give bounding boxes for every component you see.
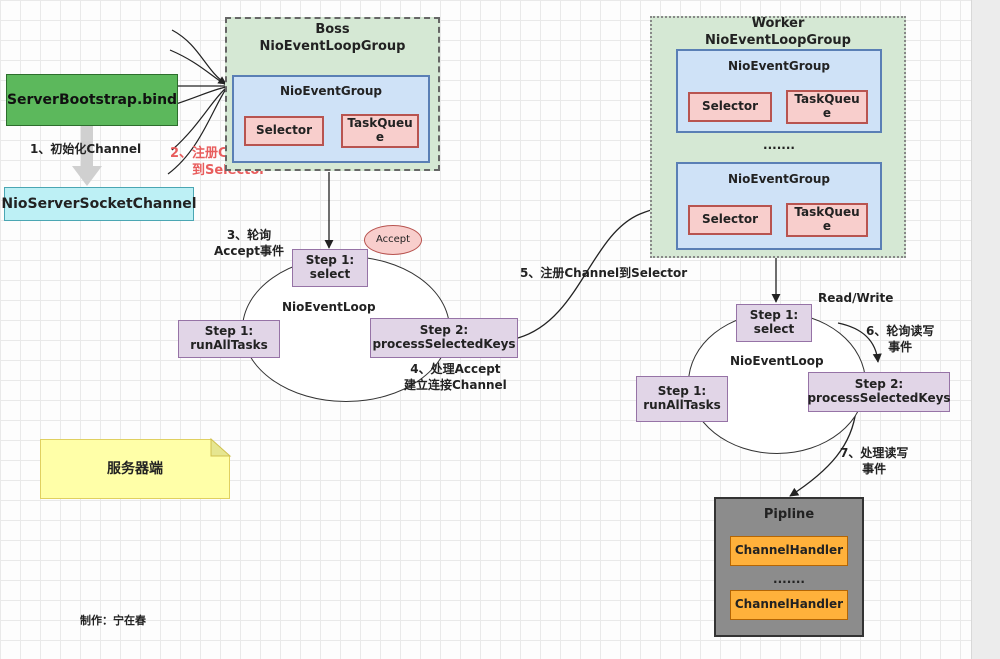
worker-step-process-selected-keys: Step 2: processSelectedKeys: [807, 372, 951, 412]
poll-read-write-label: 6、轮询读写 事件: [866, 324, 935, 354]
channel-handler-1: ChannelHandler: [730, 536, 848, 566]
worker-nio-event-group-1-title: NioEventGroup: [728, 59, 830, 73]
worker-nio-event-group-2-title: NioEventGroup: [728, 172, 830, 186]
boss-step-run-all-tasks: Step 1: runAllTasks: [178, 320, 280, 358]
author-credit: 制作：宁在春: [80, 614, 146, 627]
window-scrollbar-edge: [971, 0, 1000, 659]
boss-step-select: Step 1: select: [292, 249, 368, 287]
server-bootstrap-bind: ServerBootstrap.bind: [6, 74, 178, 126]
server-side-note: 服务器端: [40, 439, 230, 499]
boss-selector: Selector: [244, 116, 324, 146]
worker-loop-arrow: [837, 322, 882, 363]
worker-group-ellipsis: .......: [763, 138, 795, 152]
boss-nio-event-group-title: NioEventGroup: [280, 84, 382, 98]
pipeline-title: Pipline: [763, 507, 815, 522]
pipeline-ellipsis: .......: [773, 572, 805, 586]
worker-group-1-taskqueue: TaskQueu e: [786, 90, 868, 124]
register-worker-label: 5、注册Channel到Selector: [520, 266, 688, 280]
worker-group-2-selector: Selector: [688, 205, 772, 235]
init-channel-label: 1、初始化Channel: [30, 142, 142, 156]
worker-event-loop-name: NioEventLoop: [730, 354, 824, 368]
worker-group-title: Worker NioEventLoopGroup: [705, 16, 851, 48]
boss-step-process-selected-keys: Step 2: processSelectedKeys: [370, 318, 518, 358]
handle-read-write-label: 7、处理读写 事件: [840, 446, 909, 476]
worker-step-run-all-tasks: Step 1: runAllTasks: [636, 376, 728, 422]
worker-group-2-taskqueue: TaskQueu e: [786, 203, 868, 237]
worker-group-1-selector: Selector: [688, 92, 772, 122]
nio-server-socket-channel: NioServerSocketChannel: [1, 187, 197, 221]
boss-group-title: Boss NioEventLoopGroup: [259, 22, 406, 54]
boss-taskqueue: TaskQueu e: [341, 114, 419, 148]
boss-event-loop-name: NioEventLoop: [282, 300, 376, 314]
keys-to-pipeline-arrow: [789, 409, 857, 497]
poll-accept-label: 3、轮询 Accept事件: [214, 228, 284, 258]
accept-event-bubble: Accept: [364, 225, 422, 255]
bootstrap-bind-lines: [167, 29, 227, 175]
read-write-label: Read/Write: [818, 291, 894, 305]
channel-handler-2: ChannelHandler: [730, 590, 848, 620]
worker-step-select: Step 1: select: [736, 304, 812, 342]
handle-accept-label: 4、处理Accept 建立连接Channel: [404, 362, 507, 392]
